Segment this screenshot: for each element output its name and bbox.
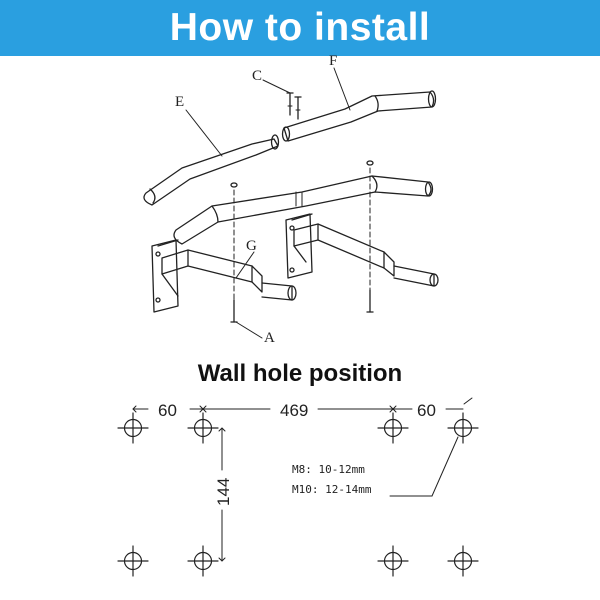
horizontal-dimension [132,397,473,413]
hole-bottom-1 [117,545,149,577]
dim-left: 60 [158,401,177,420]
dim-vertical: 144 [214,478,233,506]
dim-middle: 469 [280,401,308,420]
bar-part-f [281,90,437,142]
assembled-bar [173,175,434,245]
bolt-caps [230,160,374,188]
hole-bottom-2 [187,545,219,577]
spec-m8: M8: 10-12mm [292,463,365,476]
leader-lines [185,67,351,339]
hole-bottom-4 [447,545,479,577]
label-e: E [175,94,184,110]
hole-top-3 [377,412,409,444]
wall-hole-title: Wall hole position [197,360,403,387]
bar-part-e [143,134,280,206]
label-c: C [252,68,262,84]
hole-markers [117,412,479,577]
hole-top-2 [187,412,219,444]
label-a: A [264,330,275,346]
guide-lines [233,167,371,311]
dim-right: 60 [417,401,436,420]
bracket-right [285,213,439,287]
header-banner: How to install [0,0,600,56]
spec-leader [389,436,459,497]
spec-m10: M10: 12-14mm [292,483,372,496]
label-g: G [246,238,257,254]
vertical-dimension [218,427,226,562]
hole-top-4 [447,412,479,444]
screws-c [286,92,302,120]
wall-bolts-a [230,289,374,323]
hole-top-1 [117,412,149,444]
hole-bottom-3 [377,545,409,577]
bracket-left [151,239,297,313]
page-title: How to install [169,6,431,49]
label-f: F [329,53,337,69]
